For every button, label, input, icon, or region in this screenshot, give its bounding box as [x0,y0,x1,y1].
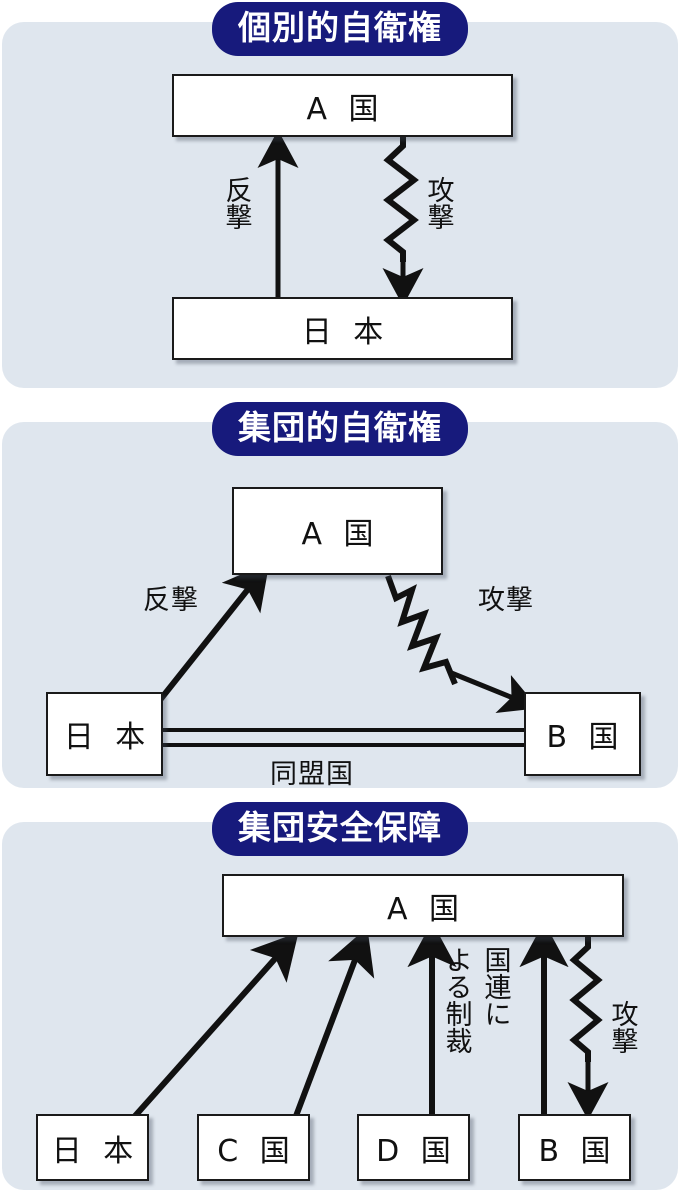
node-country-b-p3: B 国 [518,1114,631,1181]
panel-title-collective-self-defense: 集団的自衛権 [212,402,468,456]
node-country-a-p2: A 国 [232,487,443,575]
node-country-a-p3: A 国 [222,874,624,937]
edge-label-counterattack-p2: 反撃 [143,585,199,616]
edge-label-attack-p3: 攻撃 [606,1000,638,1054]
edge-label-attack-p2: 攻撃 [478,585,534,616]
panel-title-collective-security: 集団安全保障 [212,802,468,856]
panel-title-individual-self-defense: 個別的自衛権 [212,2,468,56]
node-country-a-p1: A 国 [172,74,513,137]
edge-label-alliance-p2: 同盟国 [270,759,354,790]
node-japan-p3: 日 本 [36,1114,149,1181]
node-japan-p2: 日 本 [46,692,163,776]
edge-label-counterattack-p1: 反撃 [220,176,252,230]
node-country-b-p2: B 国 [524,692,641,776]
node-country-c-p3: C 国 [197,1114,310,1181]
node-country-d-p3: D 国 [357,1114,470,1181]
node-japan-p1: 日 本 [172,297,513,360]
edge-label-un-sanctions-col-right: 国連に [479,946,511,1027]
edge-label-attack-p1: 攻撃 [422,176,454,230]
edge-label-un-sanctions-col-left: よる制裁 [440,946,472,1054]
